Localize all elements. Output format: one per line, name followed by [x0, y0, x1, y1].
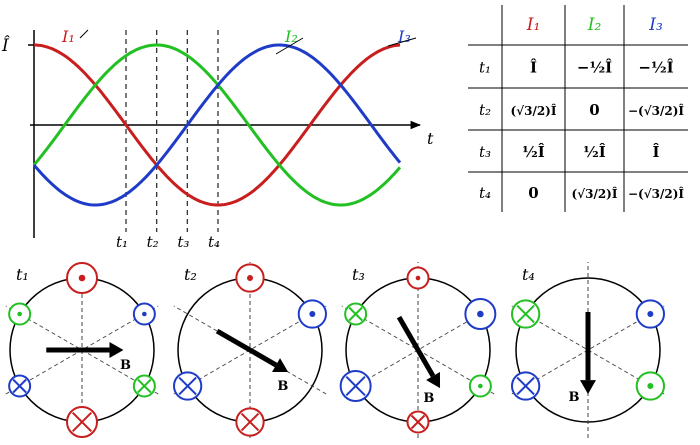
table-row-label: t₃ [479, 143, 491, 161]
b-field-arrow-head [272, 358, 289, 373]
field-diagram: t₁ B [5, 262, 159, 438]
rotating-field-diagrams: t₁ Bt₂ Bt₃ Bt₄ B [5, 262, 666, 438]
dot-mark [17, 311, 22, 317]
cross-mark [410, 414, 426, 430]
table-cell: Î [530, 59, 537, 77]
table-cell: −(√3/2)Î [628, 103, 684, 118]
series-curve [32, 43, 402, 207]
b-field-label: B [423, 391, 434, 406]
b-field-arrow-head [580, 380, 596, 395]
field-diagram: t₄ B [510, 262, 666, 438]
b-field-arrow-head [109, 342, 124, 358]
table-header: I₁ [526, 15, 541, 35]
table-row-label: t₁ [479, 59, 491, 77]
current-waveform-plot: Î t t₁ t₂ t₃ t₄ I₁ I₂ I₃ [1, 27, 434, 251]
table-cell: (√3/2)Î [572, 186, 618, 201]
field-diagram-label: t₄ [522, 265, 535, 284]
dot-mark [478, 383, 483, 389]
time-marker-label: t₃ [177, 233, 189, 251]
cross-mark [516, 304, 535, 324]
b-field-label: B [120, 358, 131, 373]
dot-mark [142, 311, 147, 317]
series-label: I₁ [61, 27, 75, 46]
field-diagram-label: t₃ [352, 265, 365, 284]
dot-mark [477, 310, 484, 318]
b-field-arrow-shaft [396, 315, 436, 378]
series-label-leader [387, 37, 417, 47]
table-cell: Î [652, 143, 659, 161]
b-field-arrow-shaft [215, 328, 278, 368]
table-cell: ½Î [522, 143, 545, 161]
time-markers: t₁ t₂ t₃ t₄ [116, 30, 220, 251]
dot-mark [415, 275, 421, 281]
cross-mark [137, 378, 152, 394]
dot-mark [309, 310, 316, 318]
phase-curves [32, 43, 402, 207]
table-cell: ½Î [583, 143, 606, 161]
b-field-label: B [569, 390, 580, 405]
x-axis-label: t [427, 129, 434, 148]
cross-mark [71, 411, 93, 433]
cross-mark [178, 376, 197, 396]
b-field-arrow-head [426, 372, 441, 389]
table-cell: 0 [528, 184, 538, 202]
table-cell: −½Î [638, 59, 673, 77]
table-header: I₂ [587, 15, 602, 35]
cross-mark [516, 376, 535, 396]
y-axis-label: Î [1, 35, 10, 56]
cross-mark [348, 306, 363, 322]
series-label-leader [79, 29, 89, 39]
cross-mark [12, 378, 27, 394]
table-row-label: t₂ [479, 101, 491, 119]
table-header: I₃ [648, 15, 663, 35]
dot-mark [647, 310, 654, 318]
cross-mark [240, 412, 260, 432]
field-diagram: t₃ B [339, 262, 497, 438]
series-curve [32, 43, 402, 207]
series-label: I₂ [284, 27, 298, 46]
current-values-table: I₁ I₂ I₃ t₁ Î −½Î −½Î t₂ (√3/2)Î 0 −(√3/2)Î t₃ ½Î ½Î Î… [468, 5, 688, 212]
table-cell: 0 [589, 101, 599, 119]
time-marker-label: t₄ [208, 233, 220, 251]
b-field-label: B [277, 379, 288, 394]
time-marker-label: t₁ [116, 233, 128, 251]
table-cell: −½Î [577, 59, 612, 77]
time-marker-label: t₂ [147, 233, 159, 251]
series-label-leader [275, 37, 304, 55]
series-label: I₃ [397, 27, 411, 46]
table-row-label: t₄ [479, 184, 491, 202]
cross-mark [345, 375, 366, 397]
table-cell: (√3/2)Î [511, 103, 557, 118]
dot-mark [246, 274, 254, 282]
field-diagram-label: t₁ [16, 265, 29, 284]
field-diagram-label: t₂ [184, 265, 197, 284]
field-diagram: t₂ B [172, 262, 328, 438]
table-cell: −(√3/2)Î [628, 186, 684, 201]
series-labels: I₁ I₂ I₃ [61, 27, 417, 55]
dot-mark [78, 274, 86, 282]
dot-mark [647, 382, 654, 390]
